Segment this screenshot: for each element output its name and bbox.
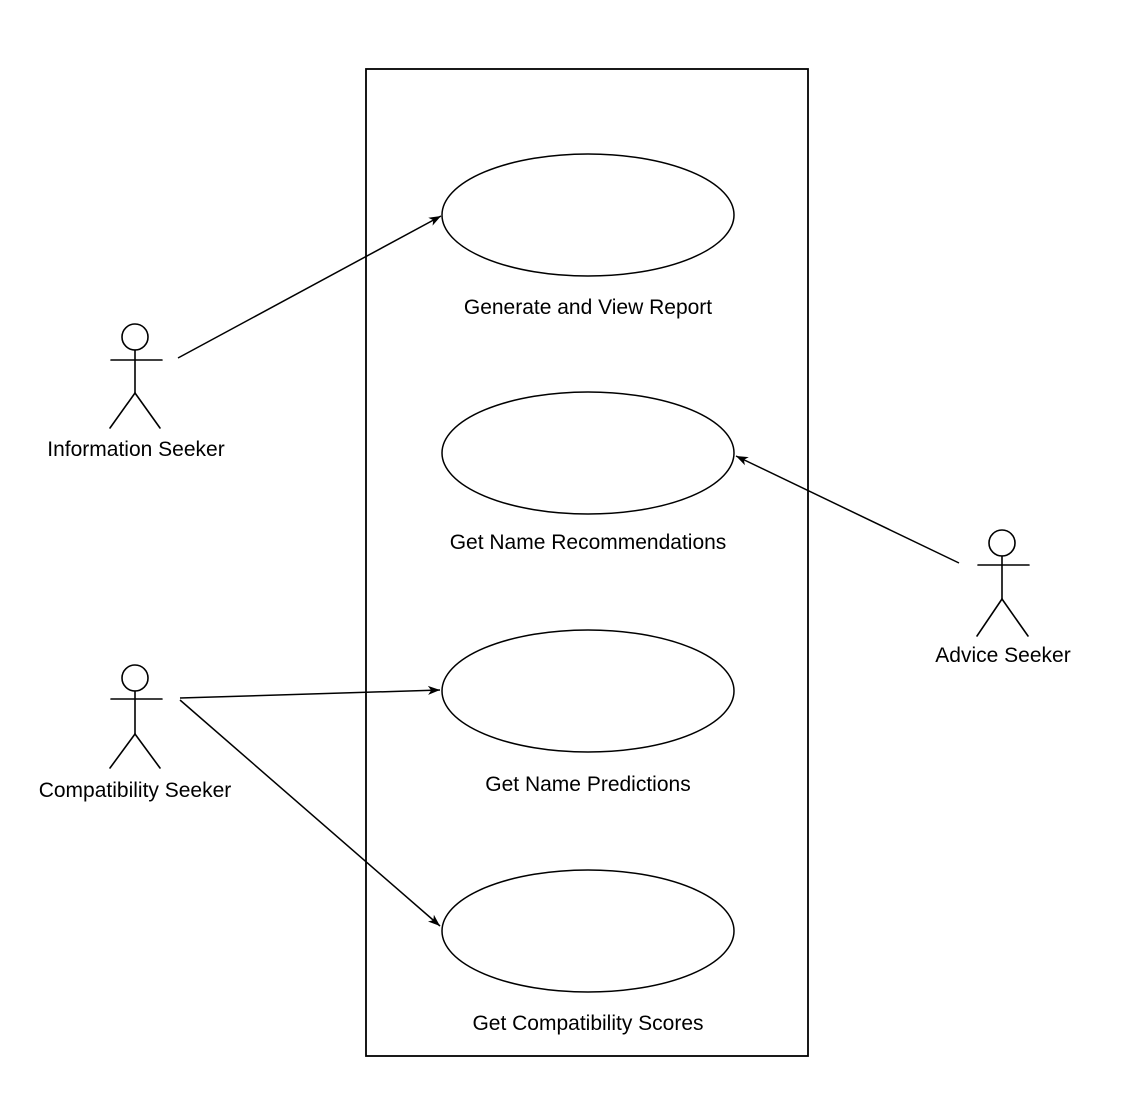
actor-leg-left xyxy=(109,392,136,429)
actor-advice-seeker: Advice Seeker xyxy=(935,529,1071,667)
actor-head xyxy=(121,664,149,692)
actor-label: Information Seeker xyxy=(47,438,224,461)
actor-label: Compatibility Seeker xyxy=(39,779,232,802)
actor-compatibility-seeker: Compatibility Seeker xyxy=(39,664,232,802)
actor-leg-right xyxy=(1001,598,1029,637)
actor-leg-right xyxy=(134,392,161,429)
use-case-get-compatibility-scores: Get Compatibility Scores xyxy=(441,869,735,1035)
use-case-label: Generate and View Report xyxy=(464,296,712,319)
actor-leg-left xyxy=(976,598,1003,637)
association-information-seeker-to-generate-and-view-report xyxy=(177,215,442,359)
actor-leg-right xyxy=(134,733,161,769)
actor-label: Advice Seeker xyxy=(935,644,1070,667)
use-case-ellipse xyxy=(441,629,735,753)
association-compatibility-seeker-to-get-name-predictions xyxy=(179,685,441,699)
system-boundary-box xyxy=(365,68,809,1057)
use-case-label: Get Name Recommendations xyxy=(450,531,727,554)
actor-head xyxy=(121,323,149,351)
use-case-ellipse xyxy=(441,869,735,993)
association-advice-seeker-to-get-name-recommendations xyxy=(735,455,960,564)
actor-head xyxy=(988,529,1016,557)
use-case-ellipse xyxy=(441,153,735,277)
association-compatibility-seeker-to-get-compatibility-scores xyxy=(179,699,441,927)
use-case-generate-and-view-report: Generate and View Report xyxy=(441,153,735,319)
use-case-get-name-predictions: Get Name Predictions xyxy=(441,629,735,796)
use-case-label: Get Compatibility Scores xyxy=(472,1012,703,1035)
use-case-label: Get Name Predictions xyxy=(485,773,690,796)
actor-leg-left xyxy=(109,733,136,769)
actor-information-seeker: Information Seeker xyxy=(47,323,225,461)
use-case-ellipse xyxy=(441,391,735,515)
use-case-get-name-recommendations: Get Name Recommendations xyxy=(441,391,735,554)
